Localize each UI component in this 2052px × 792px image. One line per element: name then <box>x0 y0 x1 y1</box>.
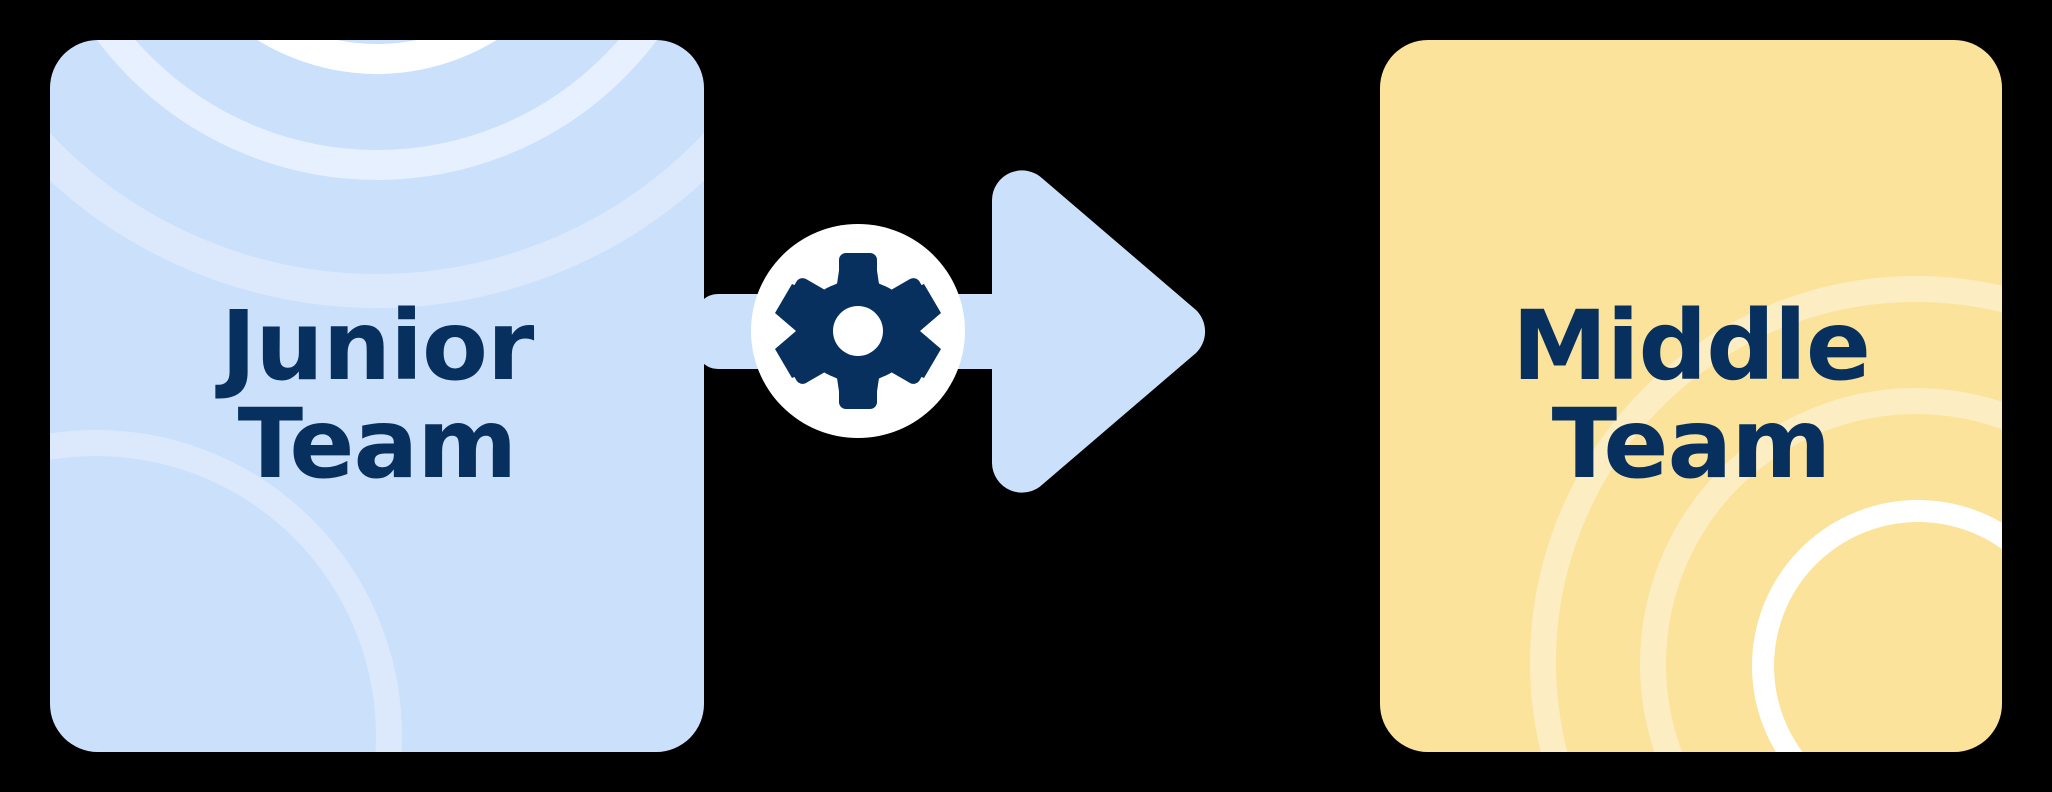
card-junior-team[interactable]: Junior Team <box>50 40 704 752</box>
card-middle-team[interactable]: Middle Team <box>1380 40 2002 752</box>
decor-ring-middle-blue <box>50 40 704 180</box>
gear-hub-hole <box>833 306 883 356</box>
decor-ring-inner-white <box>150 40 604 74</box>
decor-ring-inner-white <box>1752 500 2002 752</box>
card-junior-team-label: Junior Team <box>220 290 535 500</box>
gear-icon <box>775 253 941 409</box>
decor-ring-outer-blue <box>50 40 704 308</box>
card-middle-team-label: Middle Team <box>1512 290 1871 500</box>
transition-arrow-group[interactable] <box>696 160 1320 493</box>
